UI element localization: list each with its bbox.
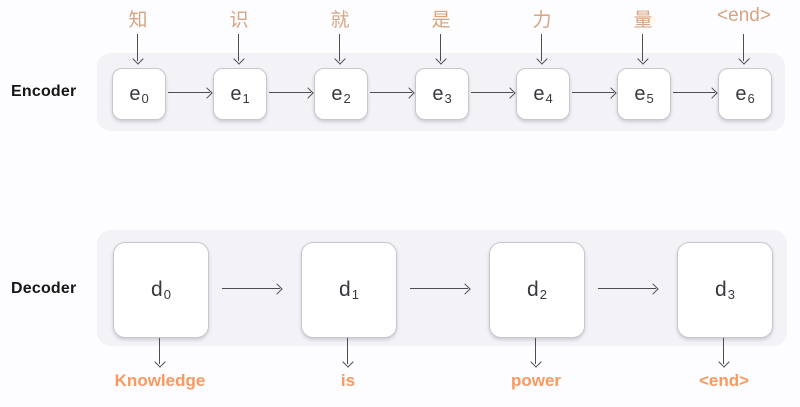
cell-sub: 0 (163, 286, 171, 302)
output-down-arrow-icon (723, 338, 724, 364)
cell-sub: 4 (545, 90, 553, 106)
right-arrow-icon (269, 92, 311, 93)
decoder-output-label: Knowledge (114, 371, 206, 390)
output-down-arrow-icon (159, 338, 160, 364)
encoder-input-label: 知 (128, 10, 148, 31)
input-down-arrow-icon (440, 34, 441, 61)
right-arrow-icon (168, 92, 210, 93)
right-arrow-icon (598, 288, 656, 289)
cell-sub: 3 (444, 90, 452, 106)
right-arrow-icon (222, 288, 280, 289)
cell-sub: 0 (141, 90, 149, 106)
cell-label: e (735, 82, 747, 105)
input-down-arrow-icon (339, 34, 340, 61)
cell-sub: 1 (351, 286, 359, 302)
decoder-output-label: is (340, 371, 356, 390)
encoder-input-label: <end> (717, 5, 771, 26)
output-down-arrow-icon (347, 338, 348, 364)
decoder-output-label: power (510, 371, 562, 390)
cell-label: d (151, 278, 163, 301)
encoder-input-label: 就 (330, 10, 350, 31)
encoder-input-label: 力 (532, 10, 552, 31)
cell-label: e (129, 82, 141, 105)
input-down-arrow-icon (137, 34, 138, 61)
cell-sub: 3 (727, 286, 735, 302)
output-down-arrow-icon (535, 338, 536, 364)
input-down-arrow-icon (238, 34, 239, 61)
right-arrow-icon (471, 92, 513, 93)
cell-sub: 2 (343, 90, 351, 106)
input-down-arrow-icon (541, 34, 542, 61)
decoder-label: Decoder (11, 280, 77, 297)
decoder-output-label: <end> (698, 371, 750, 390)
cell-label: d (715, 278, 727, 301)
right-arrow-icon (410, 288, 468, 289)
cell-label: e (634, 82, 646, 105)
right-arrow-icon (572, 92, 614, 93)
cell-label: e (331, 82, 343, 105)
cell-sub: 6 (747, 90, 755, 106)
cell-label: e (533, 82, 545, 105)
encoder-input-label: 量 (633, 10, 653, 31)
input-down-arrow-icon (642, 34, 643, 61)
cell-label: d (527, 278, 539, 301)
encoder-label: Encoder (11, 83, 77, 100)
cell-label: e (230, 82, 242, 105)
encoder-input-label: 识 (229, 10, 249, 31)
cell-sub: 2 (539, 286, 547, 302)
cell-label: e (432, 82, 444, 105)
right-arrow-icon (370, 92, 412, 93)
cell-label: d (339, 278, 351, 301)
cell-sub: 5 (646, 90, 654, 106)
input-down-arrow-icon (743, 34, 744, 61)
cell-sub: 1 (242, 90, 250, 106)
right-arrow-icon (673, 92, 715, 93)
encoder-input-label: 是 (431, 10, 451, 31)
